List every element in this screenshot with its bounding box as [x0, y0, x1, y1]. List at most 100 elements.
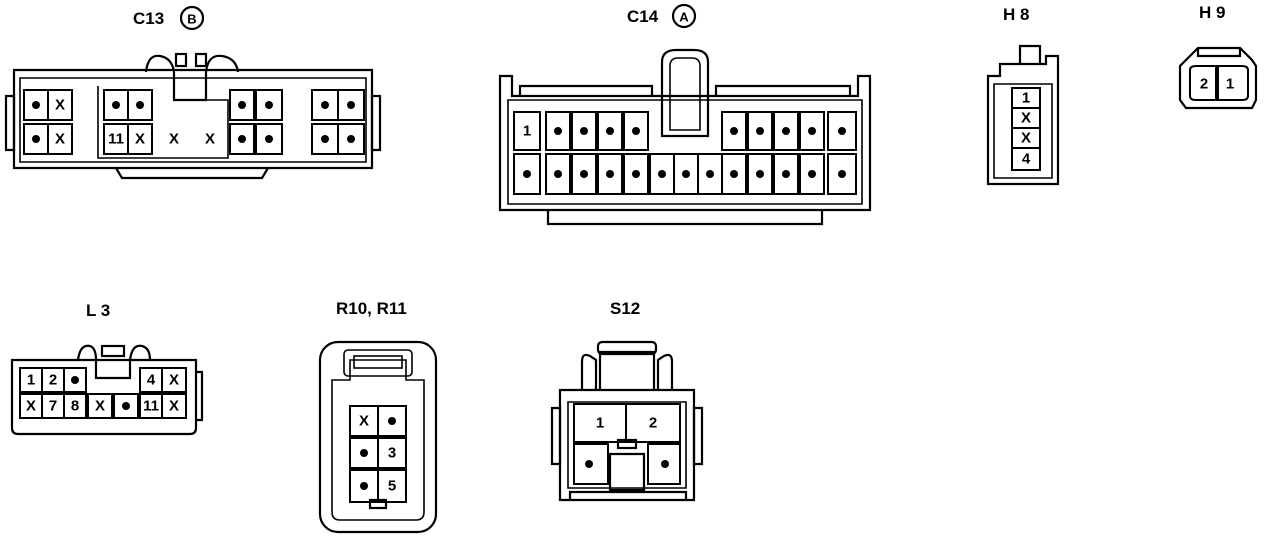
pin-dot: [606, 127, 614, 135]
pin-dot: [808, 127, 816, 135]
pin-label: X: [95, 398, 105, 415]
connector-c14-housing: [498, 74, 872, 212]
pin-label: X: [1021, 130, 1031, 147]
pin-dot: [808, 170, 816, 178]
pin-label: X: [169, 131, 179, 148]
connector-c13-latch: [144, 54, 240, 102]
pin-dot: [756, 170, 764, 178]
connector-h9-pins: 2 1: [1189, 65, 1249, 101]
pin-dot: [632, 127, 640, 135]
pin-label: 1: [1022, 90, 1030, 107]
connector-h8: H 8 1 X X 4: [986, 5, 1060, 186]
connector-c14-pins: 1: [513, 111, 857, 195]
pin-dot: [265, 101, 273, 109]
pin-label: X: [26, 398, 36, 415]
pin-cell: [377, 437, 407, 469]
pin-cell: [63, 393, 87, 419]
pin-cell: [573, 403, 627, 443]
pin-label: 5: [388, 478, 396, 495]
pin-label: 2: [649, 415, 657, 432]
connector-c13-pins: X X 11 X X X: [23, 86, 365, 159]
pin-dot: [661, 460, 669, 468]
pin-label: 3: [388, 445, 396, 462]
connector-l3-pins: 1 2 4 X X 7 8 X 11 X: [19, 367, 187, 419]
pin-dot: [580, 170, 588, 178]
pin-cell: [229, 89, 255, 121]
pin-dot: [122, 402, 130, 410]
connector-l3-housing: [10, 358, 198, 436]
pin-dot: [32, 101, 40, 109]
pin-dot: [321, 101, 329, 109]
pin-label: 11: [143, 398, 159, 415]
pin-dot: [112, 101, 120, 109]
pin-dot: [682, 170, 690, 178]
connector-c14-badge: A: [679, 10, 689, 25]
connector-r10-r11-pins: X 3 5: [349, 405, 407, 510]
pin-cell: [161, 393, 187, 419]
pin-dot: [580, 127, 588, 135]
pin-dot: [756, 127, 764, 135]
connector-c14-label: C14: [627, 7, 659, 26]
pin-dot: [606, 170, 614, 178]
pin-dot: [321, 135, 329, 143]
connector-s12-label: S12: [610, 299, 640, 318]
connector-h8-housing: [986, 54, 1060, 186]
pin-cell: [229, 123, 255, 155]
pin-cell: [377, 469, 407, 503]
pin-dot: [632, 170, 640, 178]
connector-s12-pins: 1 2: [573, 403, 681, 492]
pin-label: X: [135, 131, 145, 148]
connector-l3: L 3 1 2 4 X X 7 8 X 11: [10, 301, 204, 436]
pin-cell: [127, 123, 153, 155]
pin-label: 1: [27, 372, 35, 389]
connector-h9: H 9 2 1: [1178, 3, 1258, 110]
connector-r10-r11: R10, R11 X 3 5: [318, 299, 438, 534]
connector-h8-pins: 1 X X 4: [1011, 87, 1041, 171]
pin-label: 2: [1200, 76, 1208, 93]
connector-c14-badge-circle: [671, 3, 697, 29]
pin-label: X: [169, 398, 179, 415]
connector-l3-label: L 3: [86, 301, 110, 320]
pin-dot: [730, 170, 738, 178]
pin-dot: [782, 170, 790, 178]
connector-r10-r11-housing: [318, 340, 438, 534]
pin-dot: [523, 170, 531, 178]
connector-c14: C14 A 1: [498, 3, 872, 226]
pin-dot: [360, 449, 368, 457]
pin-cell: [349, 405, 379, 437]
pin-label: 4: [1022, 151, 1031, 168]
pin-label: X: [359, 413, 369, 430]
connector-l3-latch: [76, 344, 152, 380]
pin-label: X: [205, 131, 215, 148]
pin-label: 2: [49, 372, 57, 389]
pin-cell: [1011, 147, 1041, 171]
pin-dot: [71, 376, 79, 384]
pin-dot: [706, 170, 714, 178]
pin-dot: [388, 417, 396, 425]
pin-label: 1: [1226, 76, 1234, 93]
pin-label: X: [1021, 110, 1031, 127]
connector-h9-housing: [1178, 46, 1258, 110]
pin-cell: [47, 89, 73, 121]
pin-dot: [360, 482, 368, 490]
connector-s12-latch: [598, 350, 656, 390]
pin-dot: [265, 135, 273, 143]
connector-c13: C13 B X X 11: [4, 5, 382, 180]
pin-dot: [554, 170, 562, 178]
pin-dot: [585, 460, 593, 468]
pin-label: 4: [147, 372, 156, 389]
pin-cell: [545, 153, 571, 195]
pin-cell: [161, 367, 187, 393]
pin-cell: [1217, 65, 1249, 101]
pin-cell: [513, 111, 541, 151]
pin-dot: [730, 127, 738, 135]
pin-label: 1: [523, 123, 531, 140]
pin-label: 8: [71, 398, 79, 415]
pin-cell: [87, 393, 113, 419]
pin-dot: [238, 135, 246, 143]
pin-cell: [311, 123, 339, 155]
pin-label: X: [169, 372, 179, 389]
pin-dot: [238, 101, 246, 109]
